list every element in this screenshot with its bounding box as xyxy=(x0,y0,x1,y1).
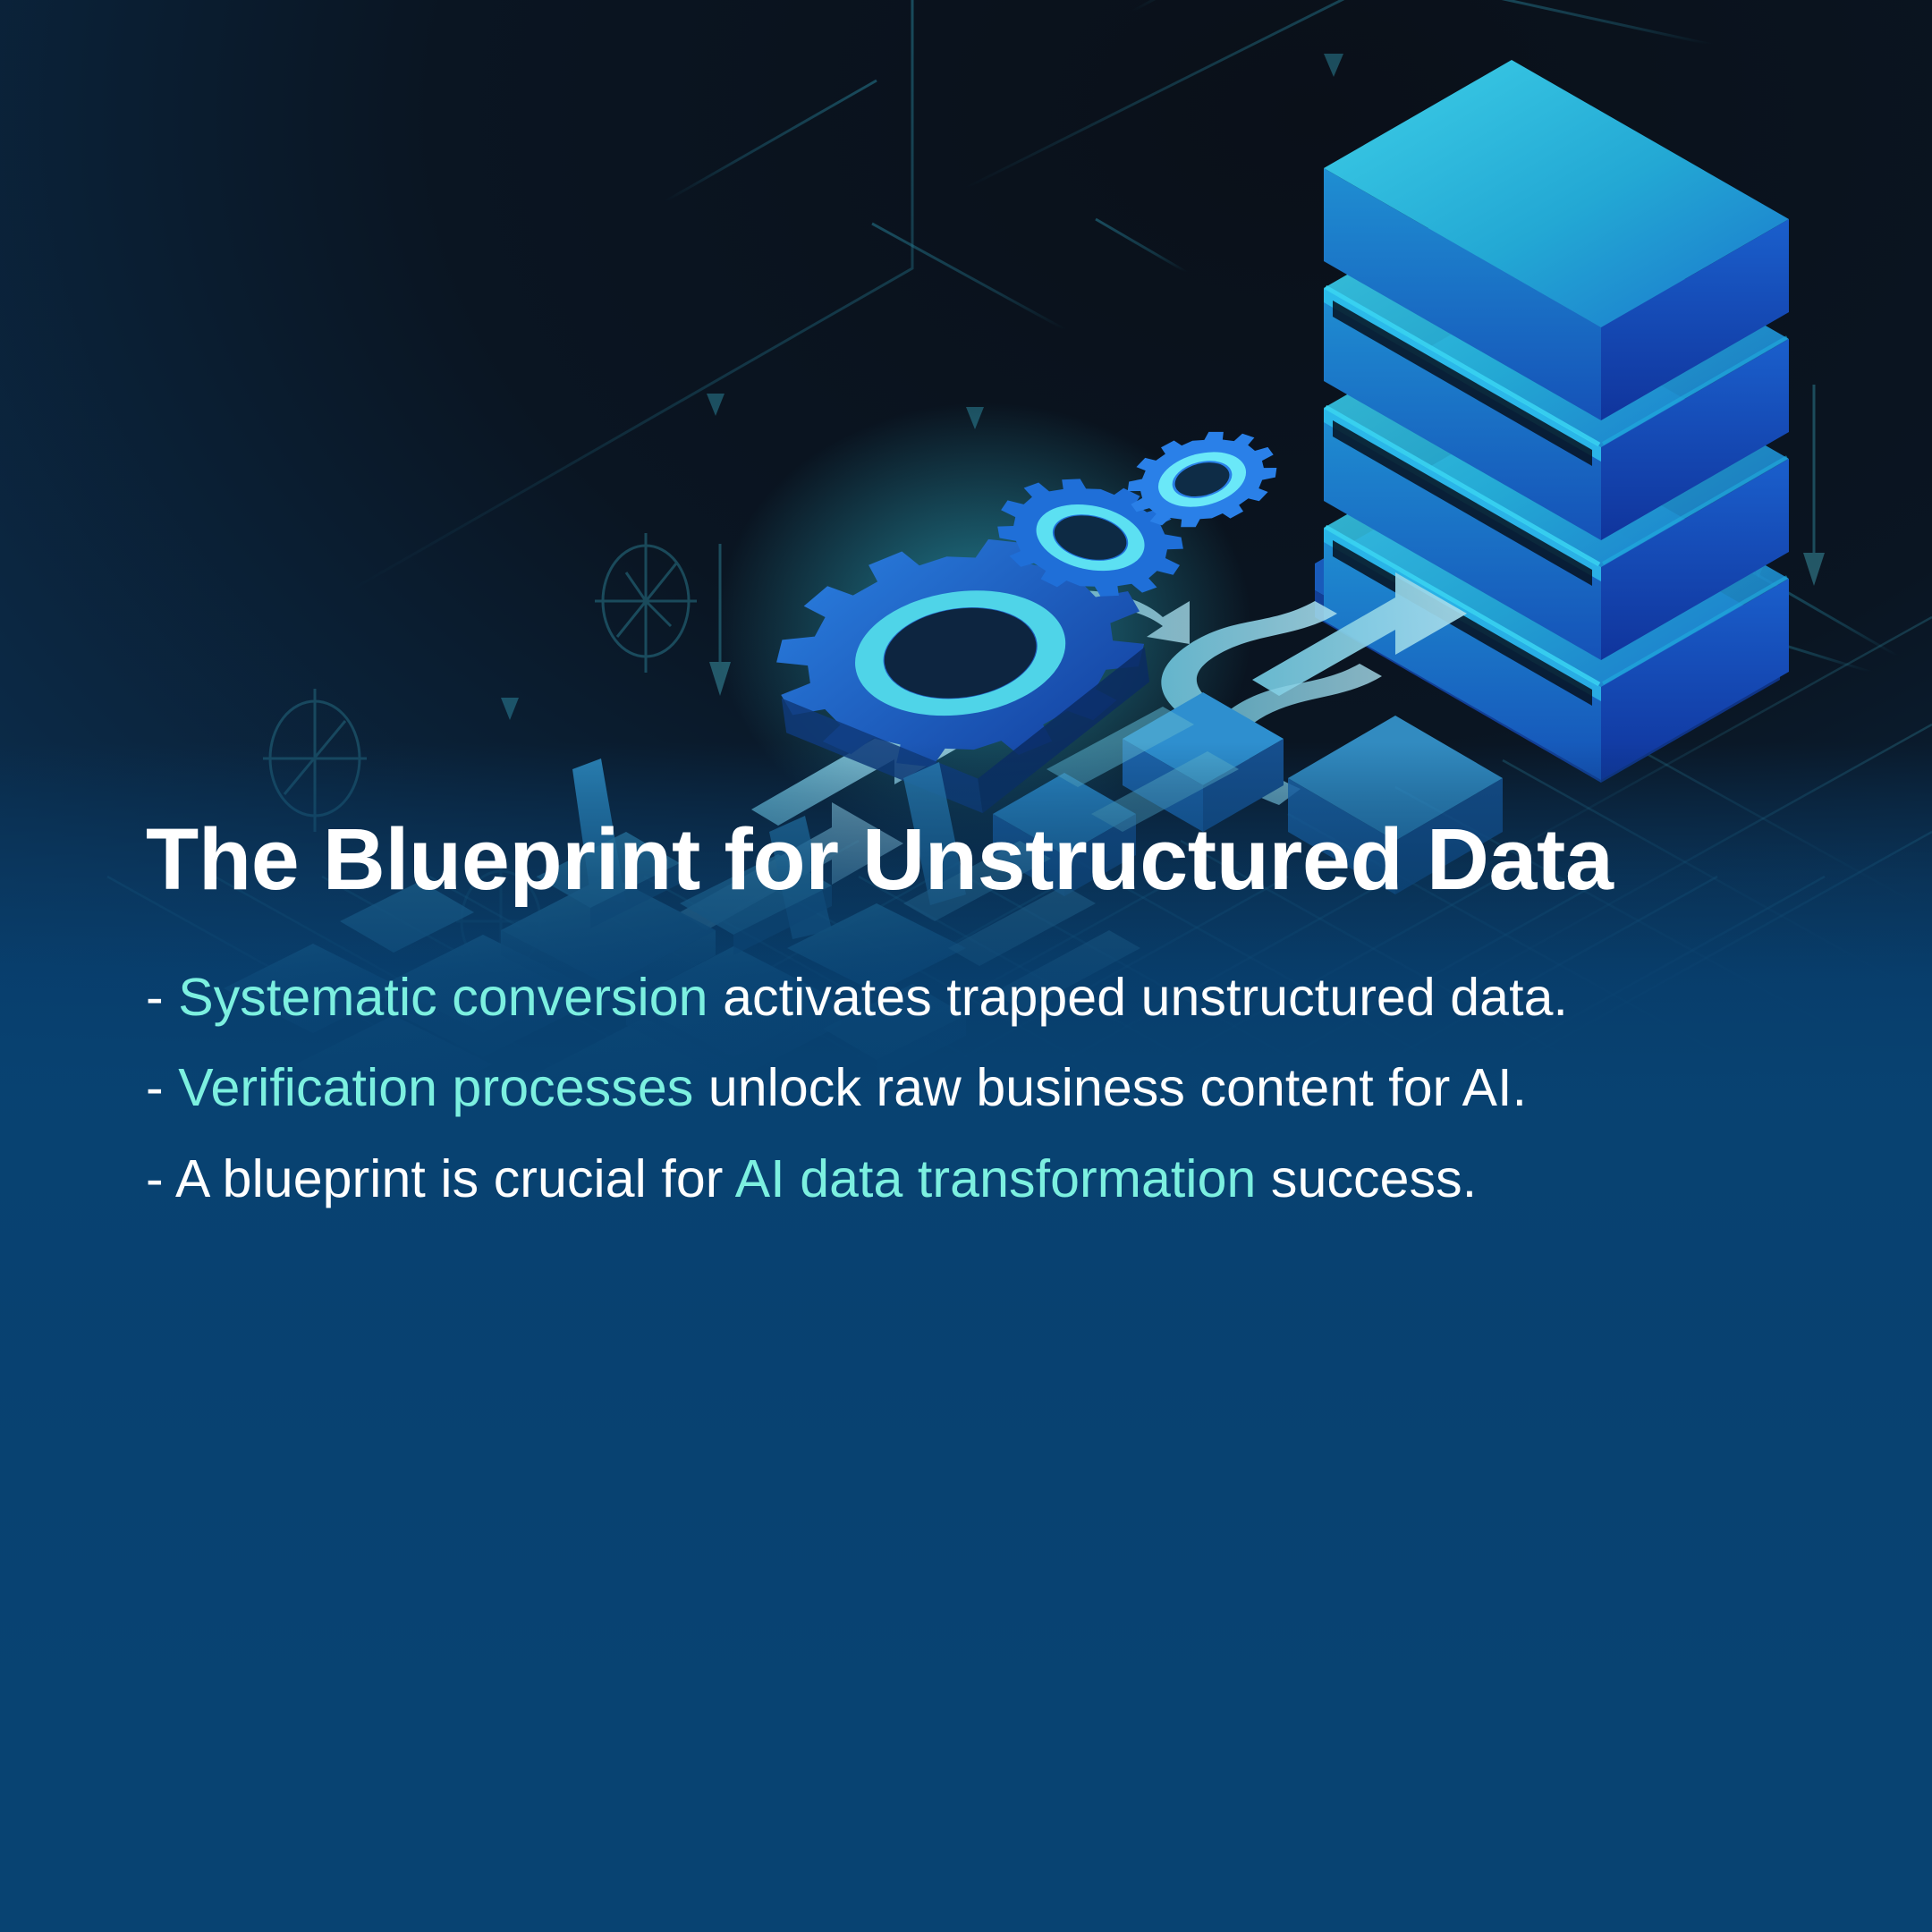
server-stack-icon xyxy=(1324,60,1789,780)
bullet-plain-text: success. xyxy=(1256,1148,1478,1208)
bullet-list: - Systematic conversion activates trappe… xyxy=(146,955,1756,1223)
bullet-marker: - xyxy=(146,967,164,1027)
page-title: The Blueprint for Unstructured Data xyxy=(146,810,1614,908)
bullet-highlight-text: AI data transformation xyxy=(734,1148,1257,1208)
bullet-highlight xyxy=(164,968,179,1027)
bottom-color-wash xyxy=(0,927,1932,1932)
bullet-plain-text: unlock raw business content for AI. xyxy=(693,1058,1528,1118)
bullet-marker: - xyxy=(146,1148,164,1208)
list-item: - A blueprint is crucial for AI data tra… xyxy=(146,1137,1756,1223)
text-content: The Blueprint for Unstructured Data - Sy… xyxy=(146,809,1756,1227)
bullet-marker: - xyxy=(146,1058,164,1118)
list-item: - Systematic conversion activates trappe… xyxy=(146,955,1756,1041)
gear-small-icon xyxy=(1127,431,1277,528)
list-item: - Verification processes unlock raw busi… xyxy=(146,1046,1756,1131)
bullet-plain-text: A blueprint is crucial for xyxy=(163,1148,735,1208)
bullet-highlight-text: Verification processes xyxy=(178,1058,694,1118)
bullet-plain-text: activates trapped unstructured data. xyxy=(708,967,1568,1027)
bullet-highlight-text: Systematic conversion xyxy=(178,967,708,1027)
bullet-highlight xyxy=(164,1058,179,1117)
